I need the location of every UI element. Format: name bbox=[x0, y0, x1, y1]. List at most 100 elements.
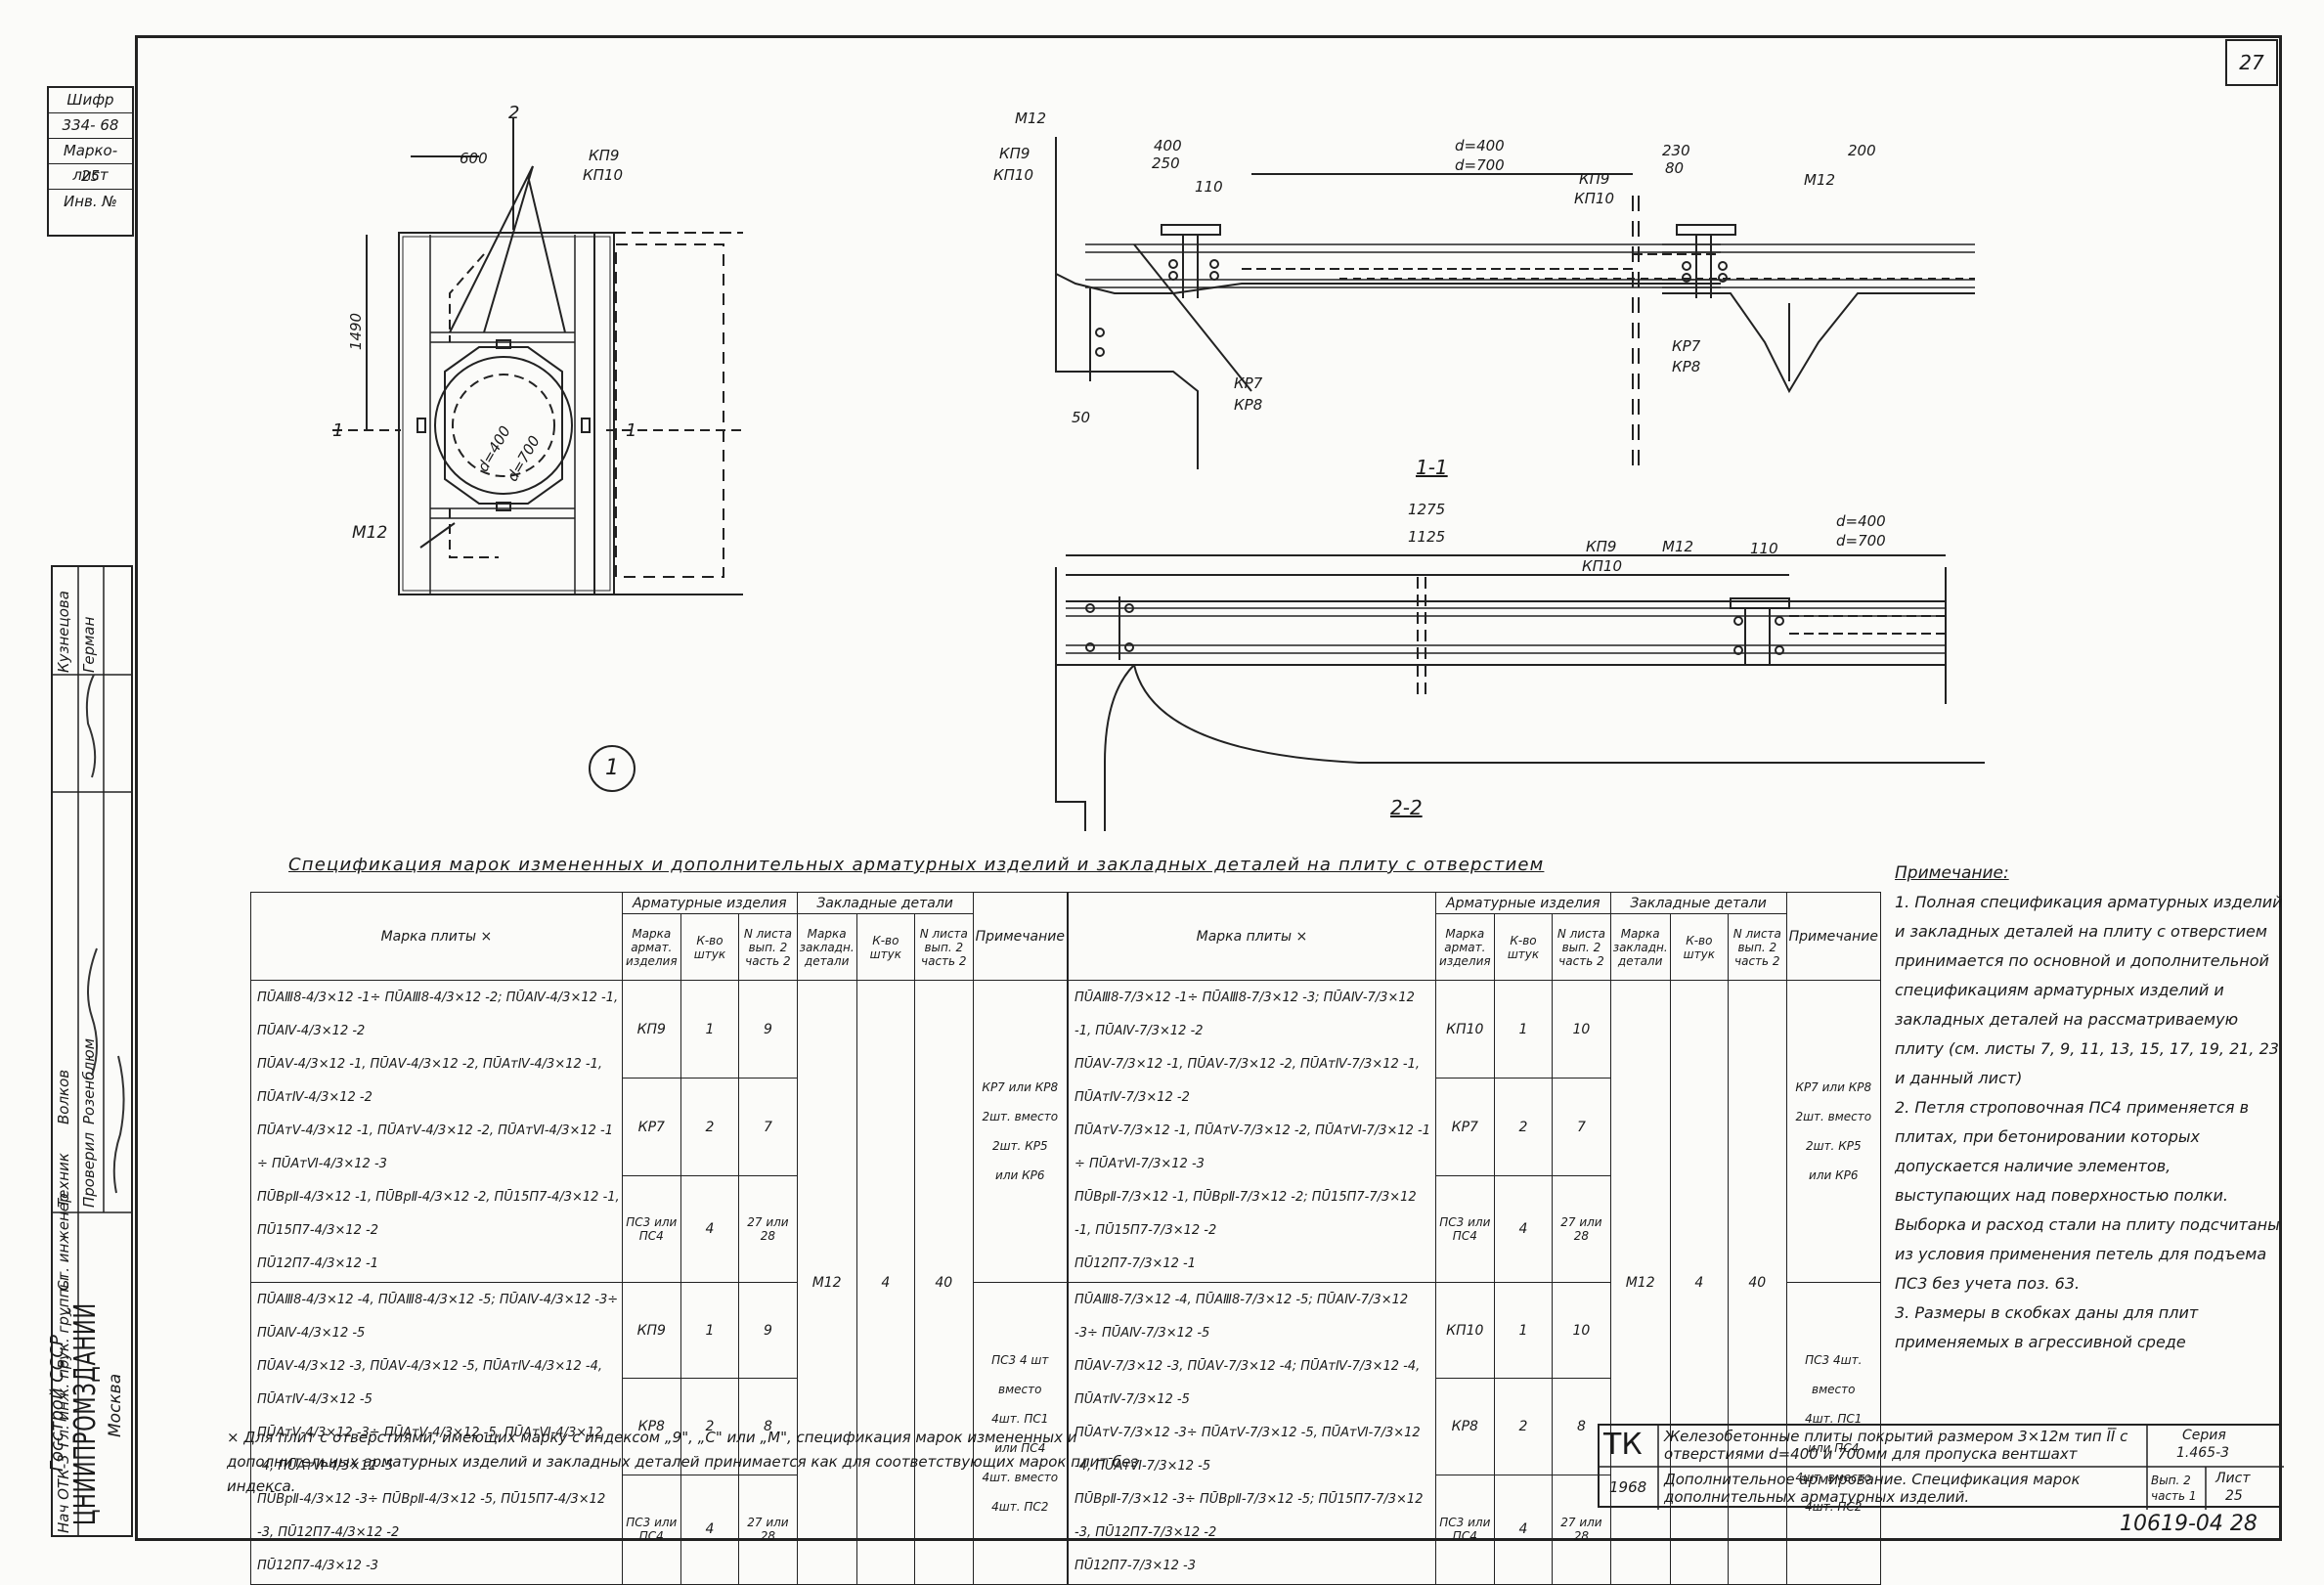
cell-mark: КП10 bbox=[1434, 1281, 1495, 1380]
s11-dim-0: 400 bbox=[1154, 137, 1182, 154]
footnote: × Для плит с отверстиями, имеющих марку … bbox=[227, 1429, 1139, 1495]
s11-kp9-right: КП9 bbox=[1579, 170, 1610, 188]
plate-line: ПŪАтⅤ-4/3×12 -1, ПŪАтⅤ-4/3×12 -2, ПŪАтⅥ-… bbox=[257, 1123, 613, 1171]
note-upper: КР7 или КР8 2шт. вместо 2шт. КР5 или КР6 bbox=[1785, 980, 1882, 1283]
plate-line: ПŪВрⅡ-7/3×12 -3÷ ПŪВрⅡ-7/3×12 -5; ПŪ15П7… bbox=[1074, 1492, 1424, 1540]
cell-mark: ПС3 или ПС4 bbox=[1434, 1175, 1495, 1283]
tb-sheet-label: Лист bbox=[2215, 1471, 2251, 1486]
title-block: ТК 1968 Железобетонные плиты покрытий ра… bbox=[1598, 1424, 2284, 1510]
approval-stamp: Нач ОТК-3 Гл. инж. пр. Рук. группы Ст. и… bbox=[51, 565, 133, 1537]
note-line: или КР6 bbox=[995, 1168, 1045, 1182]
tb-series: 1.465-3 bbox=[2176, 1445, 2230, 1461]
stamp-name-1: Розенблюм bbox=[80, 1037, 98, 1124]
hdr-qty: К-во штук bbox=[680, 913, 740, 981]
cell-qty: 4 bbox=[680, 1175, 740, 1283]
note-line: 2шт. вместо bbox=[982, 1110, 1059, 1123]
hdr-plate: Марка плиты × bbox=[250, 892, 623, 981]
hdr-note: Примечание bbox=[1785, 892, 1882, 981]
hdr-sheet-embed: N листа вып. 2 часть 2 bbox=[1728, 913, 1787, 981]
s22-kp10: КП10 bbox=[1582, 557, 1623, 575]
cell-mark: КП10 bbox=[1434, 979, 1495, 1079]
cell-sheet: 7 bbox=[738, 1078, 798, 1177]
s22-kp9: КП9 bbox=[1586, 538, 1617, 555]
note-line: 2шт. КР5 bbox=[991, 1139, 1048, 1153]
cell-sheet: 10 bbox=[1552, 1281, 1611, 1380]
note-line: вместо bbox=[1812, 1383, 1856, 1396]
sheet-number: 27 bbox=[2239, 51, 2264, 74]
plates-lower: ПŪАⅢ8-7/3×12 -4, ПŪАⅢ8-7/3×12 -5; ПŪАⅣ-7… bbox=[1068, 1282, 1436, 1585]
s11-dim-9: 80 bbox=[1665, 159, 1685, 177]
plate-line: ПŪВрⅡ-7/3×12 -1, ПŪВрⅡ-7/3×12 -2; ПŪ15П7… bbox=[1074, 1190, 1417, 1238]
hdr-mark-reinf: Марка армат. изделия bbox=[621, 913, 681, 981]
hdr-mark-reinf: Марка армат. изделия bbox=[1434, 913, 1495, 981]
hdr-qty-embed: К-во штук bbox=[855, 913, 916, 981]
plate-line: ПŪАⅤ-4/3×12 -1, ПŪАⅤ-4/3×12 -2, ПŪАтⅣ-4/… bbox=[257, 1057, 602, 1105]
cell-sheet: 7 bbox=[1552, 1078, 1611, 1177]
sheet-number-box: 27 bbox=[2225, 39, 2278, 86]
plate-line: ПŪАⅢ8-4/3×12 -4, ПŪАⅢ8-4/3×12 -5; ПŪАⅣ-4… bbox=[257, 1293, 619, 1341]
spec-table-right: Марка плиты × Арматурные изделия Закладн… bbox=[1068, 892, 1882, 1585]
plate-line: ПŪ12П7-7/3×12 -1 bbox=[1074, 1256, 1197, 1271]
note-line: 4шт. вместо bbox=[1795, 1471, 1872, 1484]
cell-mark: КП9 bbox=[621, 979, 681, 1079]
org-parent: Госстрой СССР bbox=[47, 1335, 67, 1472]
note-item-1: 1. Полная спецификация арматурных издели… bbox=[1895, 893, 2283, 1087]
note-line: 2шт. вместо bbox=[1795, 1110, 1872, 1123]
plate-line: ПŪАтⅤ-7/3×12 -3÷ ПŪАтⅤ-7/3×12 -5, ПŪАтⅥ-… bbox=[1074, 1426, 1421, 1474]
cell-mark: КП9 bbox=[621, 1281, 681, 1380]
plate-line: ПŪ12П7-4/3×12 -3 bbox=[257, 1559, 379, 1573]
hdr-qty-embed: К-во штук bbox=[1669, 913, 1730, 981]
cell-mark: КР8 bbox=[1434, 1378, 1495, 1475]
cell-qty: 2 bbox=[680, 1078, 740, 1177]
strip-row-0: Шифр bbox=[49, 88, 132, 113]
s22-d700: d=700 bbox=[1836, 532, 1886, 550]
stamp-role-4: Техник bbox=[55, 1153, 72, 1208]
hdr-embed: Закладные детали bbox=[1609, 892, 1787, 914]
s11-m12: М12 bbox=[1015, 110, 1047, 127]
tb-series-label: Серия bbox=[2182, 1428, 2226, 1443]
note-line: ПС3 4 шт bbox=[991, 1353, 1049, 1367]
tb-title1: Железобетонные плиты покрытий размером 3… bbox=[1664, 1428, 2128, 1463]
note-line: 2шт. КР5 bbox=[1805, 1139, 1862, 1153]
plate-line: ПŪ12П7-4/3×12 -1 bbox=[257, 1256, 379, 1271]
s11-kr8: КР8 bbox=[1234, 396, 1263, 414]
cell-qty: 2 bbox=[1493, 1078, 1554, 1177]
note-line: 4шт. ПС1 bbox=[991, 1412, 1049, 1426]
cell-qty: 4 bbox=[1493, 1474, 1554, 1585]
note-upper: КР7 или КР8 2шт. вместо 2шт. КР5 или КР6 bbox=[972, 980, 1069, 1283]
notes-title: Примечание: bbox=[1895, 863, 2009, 883]
note-line: 4шт. ПС2 bbox=[991, 1500, 1049, 1514]
plan-m12: М12 bbox=[352, 523, 388, 543]
note-line: или ПС4 bbox=[994, 1441, 1046, 1455]
strip-row-1: 334- 68 bbox=[49, 113, 132, 139]
note-item-3: 3. Размеры в скобках даны для плит приме… bbox=[1895, 1303, 2199, 1351]
plate-line: ПŪАтⅤ-7/3×12 -1, ПŪАтⅤ-7/3×12 -2, ПŪАтⅥ-… bbox=[1074, 1123, 1430, 1171]
cell-sheet: 27 или 28 bbox=[1552, 1175, 1611, 1283]
s22-dim-110: 110 bbox=[1750, 540, 1778, 557]
note-line: 4шт. ПС1 bbox=[1805, 1412, 1863, 1426]
cell-qty: 1 bbox=[1493, 979, 1554, 1079]
s11-title: 1-1 bbox=[1416, 456, 1448, 479]
s11-kr7-right: КР7 bbox=[1672, 337, 1701, 355]
plan-kp10: КП10 bbox=[583, 166, 624, 184]
cell-mark: ПС3 или ПС4 bbox=[1434, 1474, 1495, 1585]
plan-section-2: 2 bbox=[508, 103, 520, 123]
hdr-reinf: Арматурные изделия bbox=[1434, 892, 1611, 914]
hdr-embed: Закладные детали bbox=[796, 892, 974, 914]
spec-table-left: Марка плиты × Арматурные изделия Закладн… bbox=[250, 892, 1069, 1585]
tb-title2: Дополнительное армирование. Спецификация… bbox=[1664, 1471, 2081, 1506]
s11-dim-50: 50 bbox=[1072, 409, 1091, 426]
s11-kp10-right: КП10 bbox=[1574, 190, 1615, 207]
s11-d400: d=400 bbox=[1455, 137, 1505, 154]
plate-line: ПŪАⅢ8-7/3×12 -1÷ ПŪАⅢ8-7/3×12 -3; ПŪАⅣ-7… bbox=[1074, 991, 1415, 1038]
notes-block: Примечание: 1. Полная спецификация армат… bbox=[1895, 859, 2286, 1357]
cell-qty: 1 bbox=[680, 1281, 740, 1380]
s22-d400: d=400 bbox=[1836, 512, 1886, 530]
cell-embed-sheet: 40 bbox=[914, 980, 974, 1585]
strip-row-4: Инв. № bbox=[63, 193, 117, 210]
plate-line: ПŪВрⅡ-4/3×12 -3÷ ПŪВрⅡ-4/3×12 -5, ПŪ15П7… bbox=[257, 1492, 606, 1540]
stamp-name-4: Герман bbox=[80, 616, 98, 673]
hdr-reinf: Арматурные изделия bbox=[621, 892, 798, 914]
note-item-2: 2. Петля строповочная ПС4 применяется в … bbox=[1895, 1098, 2280, 1293]
cell-embed-qty: 4 bbox=[855, 980, 916, 1585]
